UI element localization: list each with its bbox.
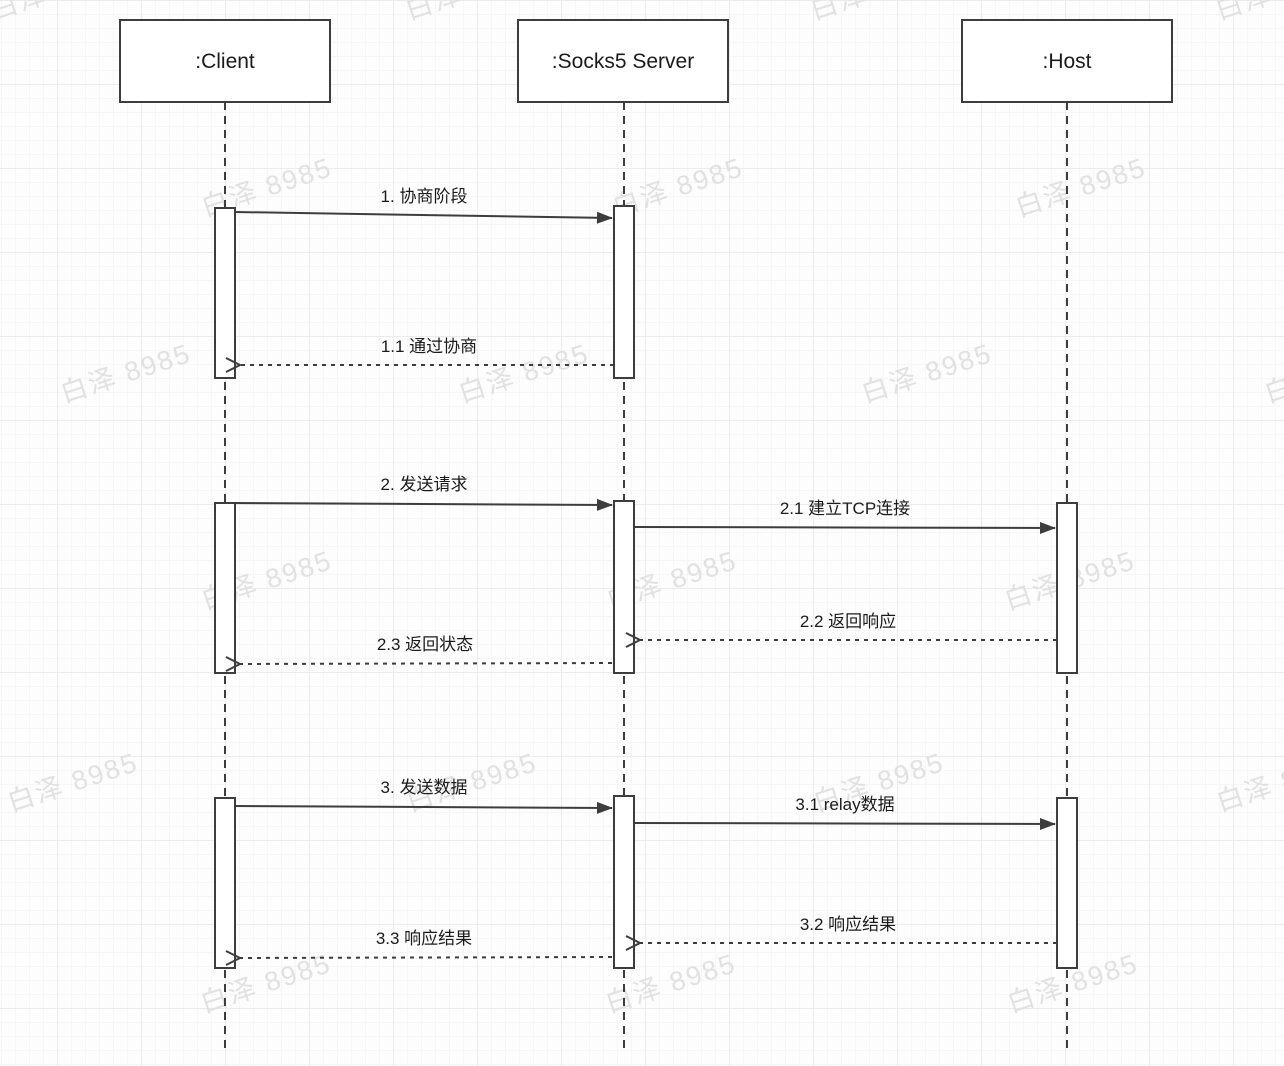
message-3-3-label: 3.3 响应结果 <box>376 929 472 948</box>
message-2-label: 2. 发送请求 <box>381 475 468 494</box>
activation-host-phase2 <box>1056 502 1078 674</box>
activation-socks5-phase3 <box>613 795 635 969</box>
message-2: 2. 发送请求 <box>234 475 613 511</box>
message-2-3-label: 2.3 返回状态 <box>377 635 473 654</box>
message-2-1: 2.1 建立TCP连接 <box>633 499 1056 534</box>
actor-host: :Host <box>961 19 1173 103</box>
activation-host-phase3 <box>1056 797 1078 969</box>
activation-client-phase1 <box>214 207 236 379</box>
activation-bars <box>214 205 1078 969</box>
actor-socks5-server-label: :Socks5 Server <box>552 50 694 73</box>
actor-client: :Client <box>119 19 331 103</box>
actor-socks5-server: :Socks5 Server <box>517 19 729 103</box>
message-2-2-label: 2.2 返回响应 <box>800 612 896 631</box>
message-1-1: 1.1 通过协商 <box>225 337 614 373</box>
message-2-1-arrow <box>633 521 1056 534</box>
message-1-label: 1. 协商阶段 <box>381 187 468 206</box>
message-3-1-arrow <box>633 817 1056 830</box>
activation-client-phase3 <box>214 797 236 969</box>
actor-client-label: :Client <box>195 50 255 73</box>
message-3: 3. 发送数据 <box>234 778 613 814</box>
message-2-3-arrow <box>225 656 613 672</box>
message-2-2: 2.2 返回响应 <box>625 612 1057 648</box>
activation-socks5-phase2 <box>613 500 635 674</box>
actor-host-box <box>961 19 1173 103</box>
messages: 1. 协商阶段 1.1 通过协商 2. 发送请求 2.1 建立TCP连接 2.2… <box>225 187 1057 966</box>
actor-client-box <box>119 19 331 103</box>
message-3-1-label: 3.1 relay数据 <box>795 795 894 814</box>
message-2-arrow <box>234 498 613 511</box>
message-2-3: 2.3 返回状态 <box>225 635 613 672</box>
message-1-1-label: 1.1 通过协商 <box>381 337 477 356</box>
message-3-arrow <box>234 801 613 814</box>
message-2-1-label: 2.1 建立TCP连接 <box>780 499 910 518</box>
message-3-2-label: 3.2 响应结果 <box>800 915 896 934</box>
message-3-2: 3.2 响应结果 <box>625 915 1057 951</box>
message-1: 1. 协商阶段 <box>234 187 613 224</box>
message-3-label: 3. 发送数据 <box>381 778 468 797</box>
lifelines <box>224 102 1068 1048</box>
message-3-1: 3.1 relay数据 <box>633 795 1056 830</box>
actor-socks5-server-box <box>517 19 729 103</box>
actor-host-label: :Host <box>1042 50 1091 73</box>
activation-socks5-phase1 <box>613 205 635 379</box>
activation-client-phase2 <box>214 502 236 674</box>
message-3-3-arrow <box>225 950 613 966</box>
message-1-arrow <box>234 211 613 224</box>
message-3-3: 3.3 响应结果 <box>225 929 613 966</box>
